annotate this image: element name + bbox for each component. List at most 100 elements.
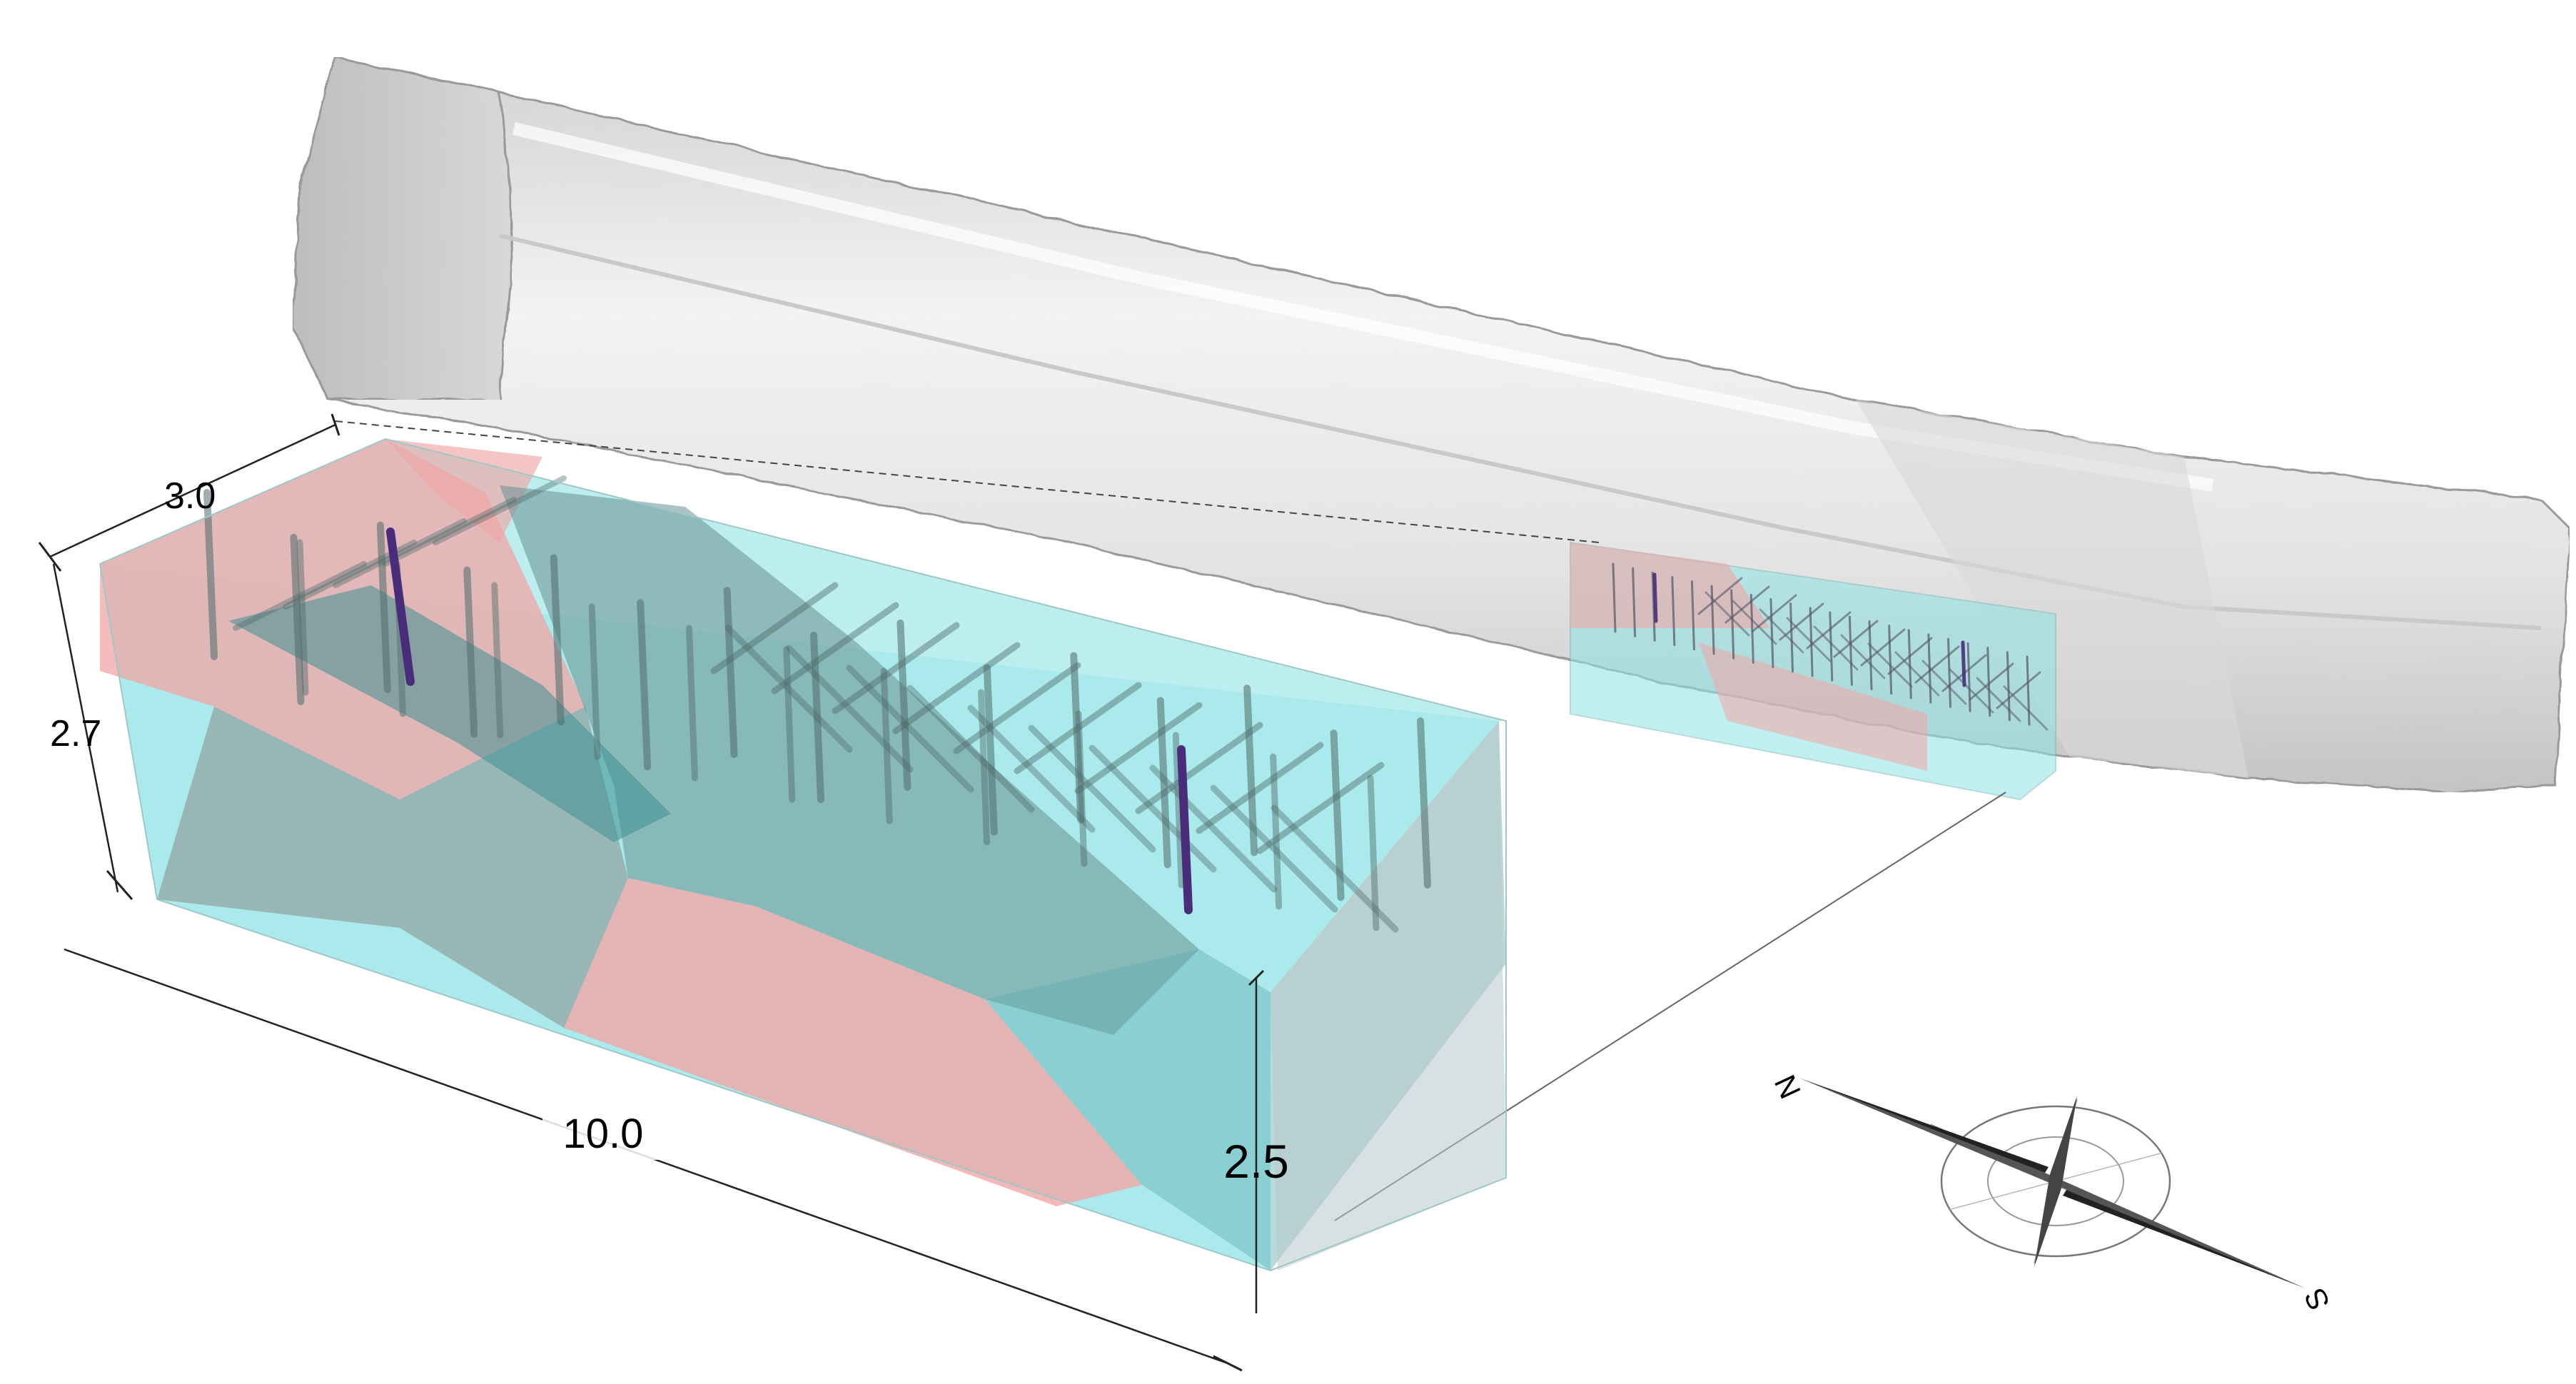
- tunnel-taper: [1856, 400, 2248, 778]
- width-label: 3.0: [164, 475, 216, 517]
- inclined-bolt: [1196, 742, 1324, 834]
- fault-plane-2: [500, 485, 1199, 1035]
- rock-bolt: [783, 646, 796, 803]
- rock-bolt: [810, 632, 824, 803]
- small-inclined-bolt: [1969, 662, 2014, 701]
- rock-bolt: [550, 554, 565, 726]
- block-outline: [99, 438, 1507, 1272]
- small-highlighted-bolt: [1652, 572, 1658, 623]
- small-block-model: [1570, 541, 2056, 801]
- rock-bolt: [1417, 717, 1431, 889]
- rock-bolt: [1156, 697, 1171, 869]
- inclined-bolt: [1074, 702, 1203, 794]
- rock-bolt: [1075, 710, 1088, 867]
- small-inclined-bolt: [1887, 637, 1933, 675]
- inclined-bolt: [846, 665, 974, 793]
- compass-south-needle: [2045, 1173, 2305, 1288]
- block-end-face-shade: [1271, 721, 1506, 1271]
- rock-bolt: [376, 521, 391, 693]
- small-inclined-bolt: [2003, 685, 2049, 731]
- inclined-bolt: [1271, 804, 1399, 933]
- small-rock-bolt: [2026, 655, 2031, 726]
- inclined-bolt: [710, 582, 839, 675]
- inclined-bolt: [906, 685, 1035, 813]
- tunnel-end-face: [291, 56, 515, 401]
- inclined-bolt: [1135, 722, 1263, 814]
- rock-bolt: [1070, 652, 1085, 824]
- small-rock-bolt: [1690, 580, 1695, 651]
- rock-bolt: [896, 619, 911, 791]
- highlighted-bolt-1: [386, 527, 415, 686]
- rock-bolt: [1270, 753, 1283, 910]
- inclined-bolt: [771, 602, 899, 694]
- rock-bolt: [978, 689, 991, 846]
- rock-bolt: [296, 539, 309, 696]
- small-inclined-bolt: [1697, 577, 1743, 615]
- small-rock-bolt: [1829, 611, 1834, 682]
- rock-bolt: [983, 664, 998, 836]
- small-highlighted-bolt: [1961, 640, 1966, 687]
- fault-plane-3: [228, 585, 671, 842]
- fault-plane-1: [157, 707, 628, 1028]
- inclined-bolt: [1210, 784, 1338, 913]
- small-rock-bolt: [1947, 637, 1952, 708]
- small-inclined-bolt: [1724, 585, 1770, 624]
- small-rock-bolt: [1986, 647, 1991, 717]
- compass-south-label: S: [2298, 1283, 2336, 1315]
- length-label: 10.0: [563, 1111, 644, 1157]
- rock-bolt: [637, 599, 652, 771]
- small-inclined-bolt: [1894, 651, 1940, 697]
- rock-bolt: [203, 489, 218, 660]
- inclined-bolt: [892, 642, 1021, 734]
- rock-bolt: [723, 587, 738, 759]
- rock-bolt: [880, 667, 893, 824]
- small-inclined-bolt: [1806, 611, 1852, 650]
- inclined-bolt: [967, 704, 1096, 833]
- compass-cross-needle-2: [2034, 1174, 2061, 1267]
- small-rock-bolt: [1612, 562, 1617, 633]
- inclined-bolt: [383, 497, 517, 567]
- height-label: 2.7: [50, 713, 101, 754]
- small-inclined-bolt: [1779, 602, 1824, 641]
- height-dimension-line: [52, 563, 119, 893]
- rock-bolt: [1330, 729, 1345, 901]
- rock-bolt: [491, 582, 504, 739]
- inclined-bolt: [433, 475, 567, 545]
- large-block-model: [99, 438, 1507, 1272]
- small-rock-bolt: [1789, 602, 1794, 673]
- rock-bolt: [685, 625, 698, 782]
- compass-ring-outer: [1940, 1105, 2171, 1258]
- dimension-annotations: 3.0 2.7 10.0 2.5: [38, 413, 1289, 1372]
- small-inclined-bolt: [1914, 645, 1960, 684]
- small-bolt-group: [1612, 562, 2049, 731]
- small-rock-bolt: [1868, 620, 1873, 690]
- small-rock-bolt: [1888, 625, 1893, 695]
- small-inclined-bolt: [1996, 671, 2041, 709]
- red-layer-top-strip: [385, 439, 542, 542]
- depth-label: 2.5: [1223, 1135, 1289, 1188]
- small-inclined-bolt: [1867, 642, 1913, 688]
- small-inclined-bolt: [1921, 660, 1967, 705]
- small-inclined-bolt: [1976, 677, 2021, 722]
- small-inclined-bolt: [1759, 608, 1804, 654]
- red-layer-lower: [564, 878, 1142, 1206]
- inclined-bolt: [953, 662, 1081, 754]
- rock-bolt: [1172, 732, 1185, 889]
- compass-north-needle: [1799, 1078, 2066, 1190]
- rock-bolt: [588, 603, 601, 760]
- small-inclined-bolt: [1949, 668, 1994, 714]
- rock-bolt: [1367, 774, 1380, 931]
- inclined-bolt: [233, 561, 367, 631]
- compass-ring-inner: [1987, 1136, 2124, 1226]
- highlighted-bolt-2: [1177, 745, 1193, 914]
- small-rock-bolt: [1632, 567, 1637, 637]
- small-rock-bolt: [1769, 598, 1774, 669]
- inclined-bolt: [1014, 682, 1142, 774]
- compass-north-label: N: [1768, 1070, 1807, 1103]
- small-inclined-bolt: [1833, 620, 1879, 658]
- inclined-bolt: [1028, 724, 1156, 853]
- inclined-bolt: [333, 518, 467, 588]
- small-inclined-bolt: [1813, 625, 1859, 671]
- rock-bolt: [463, 566, 478, 738]
